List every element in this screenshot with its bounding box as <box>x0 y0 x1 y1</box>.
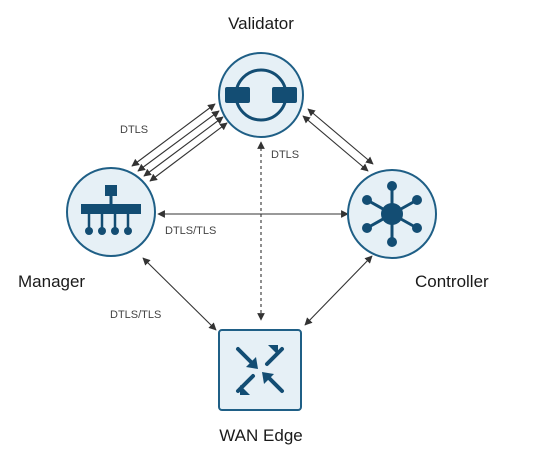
manager-icon <box>81 185 141 235</box>
validator-icon <box>225 68 297 122</box>
edge-controller-wanedge <box>304 255 373 326</box>
controller-icon <box>362 181 422 247</box>
edge-label-manager-controller: DTLS/TLS <box>165 225 216 237</box>
edge-validator-controller <box>302 108 374 172</box>
controller-node <box>347 169 437 259</box>
validator-label: Validator <box>228 14 294 33</box>
edge-manager-wanedge <box>142 257 217 331</box>
controller-label: Controller <box>415 272 489 291</box>
edge-label-wanedge-validator: DTLS <box>271 149 299 161</box>
edge-manager-validator <box>131 103 228 182</box>
wan-edge-label: WAN Edge <box>219 426 302 445</box>
edge-label-manager-validator: DTLS <box>120 124 148 136</box>
manager-label: Manager <box>18 272 85 291</box>
manager-node <box>66 167 156 257</box>
validator-node <box>218 52 304 138</box>
wan-edge-node <box>218 329 302 411</box>
wan-edge-icon <box>236 345 284 395</box>
edge-label-manager-wanedge: DTLS/TLS <box>110 309 161 321</box>
